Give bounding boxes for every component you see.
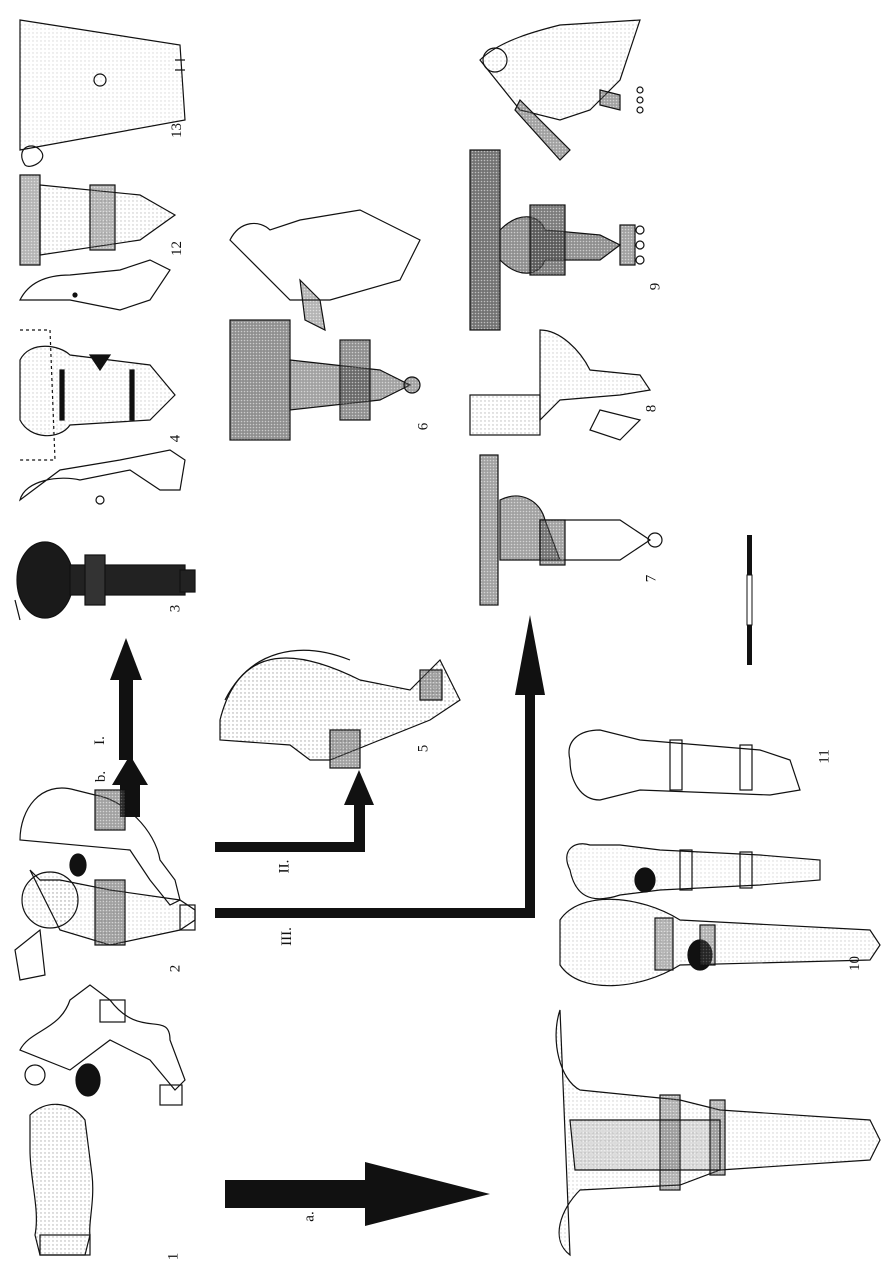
figure-label-6: 6 bbox=[415, 423, 432, 431]
arrow-label-II: II. bbox=[276, 860, 293, 874]
brooch-11 bbox=[567, 730, 820, 899]
brooch-2 bbox=[15, 788, 195, 980]
figure-label-3: 3 bbox=[167, 605, 184, 613]
arrow-label-I: I. bbox=[92, 736, 109, 745]
arrow-label-b: b. bbox=[93, 771, 110, 782]
arrow-III bbox=[215, 615, 545, 918]
brooch-6 bbox=[230, 210, 420, 440]
figure-label-13: 13 bbox=[169, 123, 186, 138]
figure-label-4: 4 bbox=[167, 435, 184, 443]
figure-label-11: 11 bbox=[817, 749, 834, 763]
arrow-II bbox=[215, 770, 374, 852]
brooch-12 bbox=[20, 175, 175, 265]
arrow-I bbox=[110, 638, 142, 760]
arrow-label-III: III. bbox=[279, 927, 296, 946]
arrow-label-a: a. bbox=[302, 1211, 319, 1221]
figure-label-7: 7 bbox=[643, 575, 660, 583]
scale-bar bbox=[747, 535, 752, 665]
figure-label-10: 10 bbox=[847, 956, 864, 971]
brooch-1 bbox=[20, 985, 185, 1255]
brooch-4 bbox=[20, 260, 175, 460]
arrow-a bbox=[225, 1162, 490, 1226]
brooch-7 bbox=[480, 455, 662, 605]
figure-label-8: 8 bbox=[643, 405, 660, 413]
brooch-10 bbox=[556, 899, 880, 1255]
figure-label-12: 12 bbox=[169, 241, 186, 256]
brooch-8 bbox=[470, 330, 650, 440]
brooch-3 bbox=[15, 450, 195, 620]
figure-label-2: 2 bbox=[167, 965, 184, 973]
brooch-9 bbox=[470, 150, 644, 330]
figure-label-9: 9 bbox=[647, 283, 664, 291]
brooch-9-side bbox=[480, 20, 643, 160]
figure-label-1: 1 bbox=[165, 1253, 182, 1261]
brooch-13 bbox=[20, 20, 185, 166]
figure-label-5: 5 bbox=[415, 745, 432, 753]
